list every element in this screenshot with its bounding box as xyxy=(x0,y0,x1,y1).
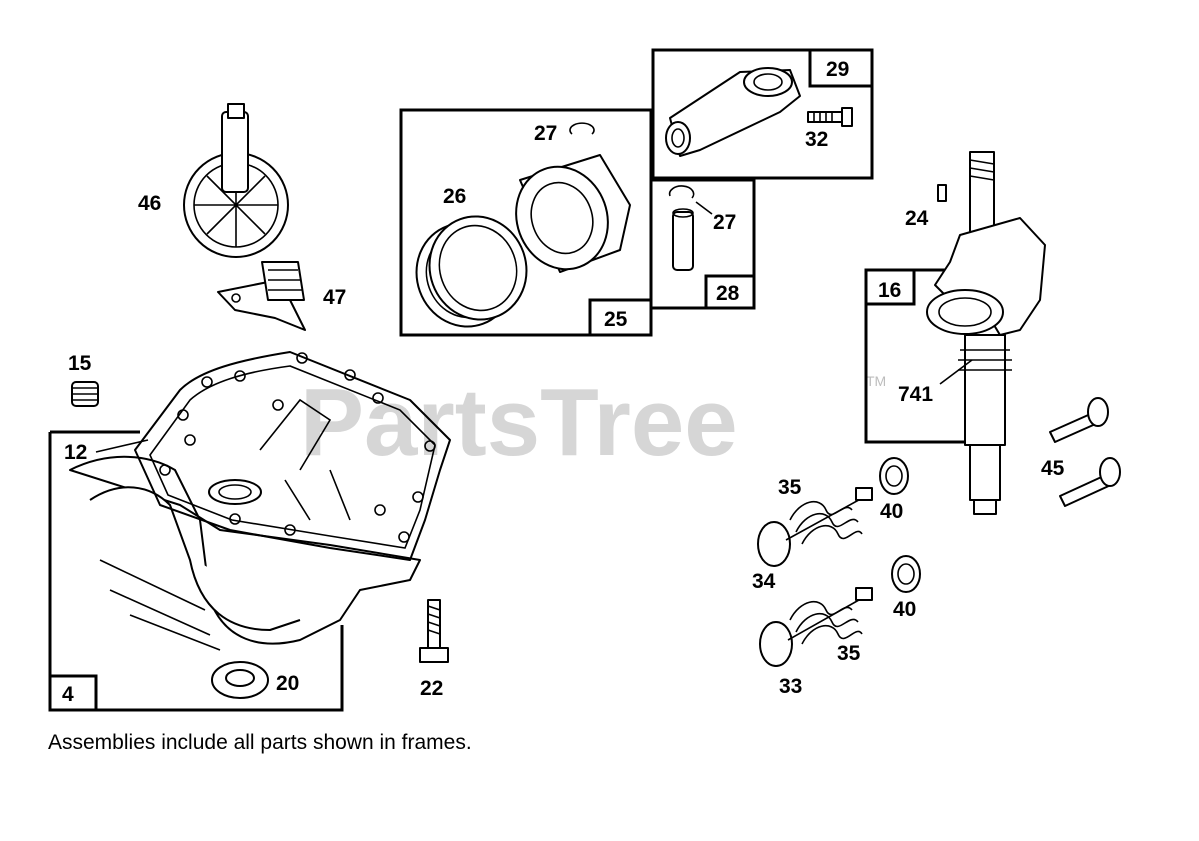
label-33[interactable]: 33 xyxy=(779,675,802,698)
cam-gear-part-46 xyxy=(183,103,289,258)
frame-4: 4 xyxy=(48,430,344,712)
label-4[interactable]: 4 xyxy=(62,683,74,706)
frame-16: 16 xyxy=(864,268,966,444)
leader-12 xyxy=(95,439,149,453)
bolt-part-32 xyxy=(807,107,853,127)
leader-741 xyxy=(939,359,973,385)
label-35-bottom[interactable]: 35 xyxy=(837,642,861,665)
label-40-bottom[interactable]: 40 xyxy=(893,598,916,621)
piston-rings-part-26 xyxy=(415,215,528,328)
label-16[interactable]: 16 xyxy=(878,279,901,302)
label-46[interactable]: 46 xyxy=(138,192,161,215)
clip-part-27-right xyxy=(668,185,713,215)
crankcase-part xyxy=(69,351,451,651)
watermark: PartsTree xyxy=(300,369,738,476)
retainer-part-40-top xyxy=(879,457,909,495)
label-34[interactable]: 34 xyxy=(752,570,776,593)
plug-part-15 xyxy=(71,381,99,407)
seal-part-20 xyxy=(211,661,269,699)
spring-part-35-bottom xyxy=(789,600,863,645)
clip-part-27-top xyxy=(569,122,595,135)
key-part-24 xyxy=(937,184,947,202)
label-27-right[interactable]: 27 xyxy=(713,211,736,234)
label-12[interactable]: 12 xyxy=(64,441,87,464)
label-40-top[interactable]: 40 xyxy=(880,500,903,523)
label-28[interactable]: 28 xyxy=(716,282,740,305)
label-47[interactable]: 47 xyxy=(323,286,346,309)
label-35-top[interactable]: 35 xyxy=(778,476,802,499)
label-741[interactable]: 741 xyxy=(898,383,933,406)
frame-25: 25 xyxy=(399,108,653,337)
label-24[interactable]: 24 xyxy=(905,207,929,230)
label-45[interactable]: 45 xyxy=(1041,457,1065,480)
frame-28: 28 xyxy=(649,178,756,310)
label-26[interactable]: 26 xyxy=(443,185,466,208)
label-22[interactable]: 22 xyxy=(420,677,443,700)
valve-part-34 xyxy=(757,487,873,567)
label-20[interactable]: 20 xyxy=(276,672,299,695)
bolt-part-22 xyxy=(419,599,449,663)
label-15[interactable]: 15 xyxy=(68,352,92,375)
label-27-top[interactable]: 27 xyxy=(534,122,557,145)
assemblies-note: Assemblies include all parts shown in fr… xyxy=(48,731,472,754)
piston-part xyxy=(515,154,631,273)
spring-part-35-top xyxy=(789,500,863,545)
label-29[interactable]: 29 xyxy=(826,58,849,81)
crankshaft-part xyxy=(926,151,1046,515)
frame-29: 29 xyxy=(651,48,874,180)
valve-part-33 xyxy=(759,587,873,667)
tappet-part-45 xyxy=(1049,397,1121,507)
wrist-pin-part xyxy=(672,208,694,271)
connecting-rod-part xyxy=(665,67,801,157)
governor-part-47 xyxy=(217,261,306,331)
watermark-tm: TM xyxy=(866,373,886,389)
label-25[interactable]: 25 xyxy=(604,308,628,331)
label-32[interactable]: 32 xyxy=(805,128,828,151)
retainer-part-40-bottom xyxy=(891,555,921,593)
